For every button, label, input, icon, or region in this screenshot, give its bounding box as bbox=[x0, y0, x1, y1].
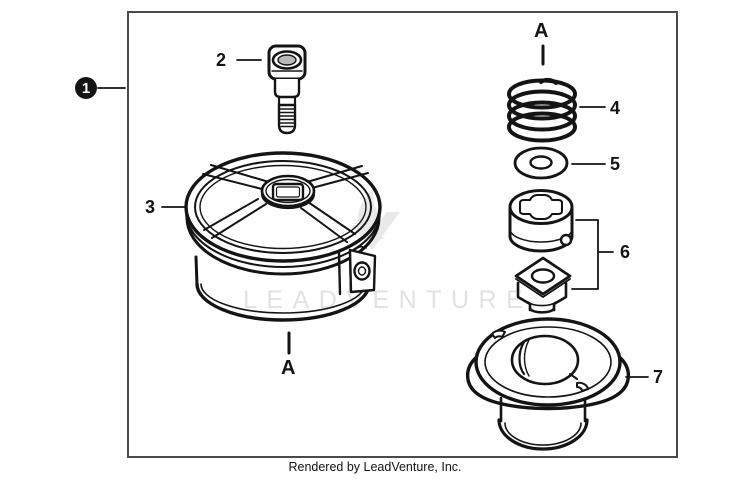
part-7-housing-drawing bbox=[465, 317, 631, 451]
section-marker-top: A bbox=[534, 20, 549, 42]
leader-bracket-6 bbox=[571, 219, 614, 290]
part-label-3: 3 bbox=[145, 197, 156, 217]
part-6-cam-drawing bbox=[508, 189, 574, 253]
diagram-frame bbox=[127, 11, 678, 458]
part-4-spring-drawing bbox=[507, 77, 577, 143]
section-axis-lines bbox=[287, 44, 545, 355]
frame-callout-number: 1 bbox=[81, 79, 91, 97]
part-label-2: 2 bbox=[216, 50, 227, 70]
part-label-4: 4 bbox=[610, 98, 621, 118]
part-5-washer-drawing bbox=[513, 146, 569, 180]
section-marker-bottom: A bbox=[281, 357, 296, 379]
part-label-5: 5 bbox=[610, 154, 621, 174]
part-3-spool-drawing bbox=[184, 151, 382, 322]
part-label-7: 7 bbox=[653, 367, 664, 387]
leader-lines bbox=[97, 59, 649, 378]
frame-callout-badge: 1 bbox=[75, 77, 97, 99]
part-6-nut-drawing bbox=[514, 256, 572, 314]
part-2-bolt-drawing bbox=[267, 44, 307, 135]
part-label-6: 6 bbox=[620, 242, 631, 262]
render-credit: Rendered by LeadVenture, Inc. bbox=[288, 460, 462, 474]
